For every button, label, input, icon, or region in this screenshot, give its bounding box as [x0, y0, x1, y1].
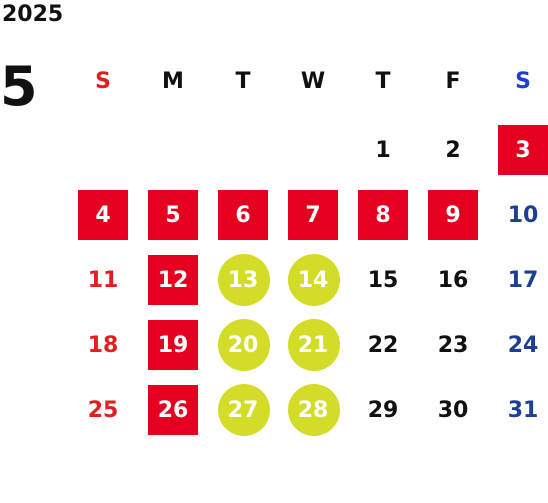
weekday-header: M	[162, 68, 184, 94]
holiday-marker	[428, 190, 478, 240]
day-cell[interactable]: 21	[281, 319, 345, 371]
holiday-marker	[218, 190, 268, 240]
holiday-marker	[148, 320, 198, 370]
day-cell[interactable]: 12	[141, 255, 205, 305]
day-cell[interactable]: 7	[281, 190, 345, 240]
day-cell[interactable]: 9	[421, 190, 485, 240]
weekday-header: S	[95, 68, 111, 94]
day-number: 4	[95, 202, 111, 228]
day-cell[interactable]: 4	[71, 190, 135, 240]
day-cell[interactable]: 15	[351, 255, 415, 305]
day-number: 24	[507, 332, 539, 358]
weekday-header: W	[300, 68, 326, 94]
year-label: 2025	[2, 2, 64, 27]
holiday-marker	[148, 385, 198, 435]
day-cell[interactable]: 13	[211, 254, 275, 306]
day-cell[interactable]: 2	[421, 125, 485, 175]
day-cell[interactable]: 23	[421, 320, 485, 370]
holiday-marker	[148, 190, 198, 240]
weekday-header: T	[235, 68, 251, 94]
day-cell[interactable]: 17	[491, 255, 548, 305]
day-cell[interactable]: 26	[141, 385, 205, 435]
holiday-marker	[78, 190, 128, 240]
day-cell[interactable]: 5	[141, 190, 205, 240]
day-cell[interactable]: 22	[351, 320, 415, 370]
holiday-marker	[288, 190, 338, 240]
day-cell[interactable]: 28	[281, 384, 345, 436]
closed-day-marker	[288, 319, 340, 371]
weekday-header: S	[515, 68, 531, 94]
weekday-header: T	[375, 68, 391, 94]
day-cell[interactable]: 20	[211, 319, 275, 371]
day-number: 22	[367, 332, 399, 358]
day-cell[interactable]: 24	[491, 320, 548, 370]
day-number: 15	[367, 267, 399, 293]
day-cell[interactable]: 31	[491, 385, 548, 435]
day-cell[interactable]: 18	[71, 320, 135, 370]
day-number: 1	[375, 137, 391, 163]
day-number: 5	[165, 202, 181, 228]
day-number: 9	[445, 202, 461, 228]
closed-day-marker	[218, 319, 270, 371]
day-cell[interactable]: 16	[421, 255, 485, 305]
holiday-marker	[498, 125, 548, 175]
day-number: 3	[515, 137, 531, 163]
day-number: 28	[297, 397, 329, 423]
month-number: 5	[0, 55, 38, 118]
day-number: 14	[297, 267, 329, 293]
day-number: 29	[367, 397, 399, 423]
day-cell[interactable]: 11	[71, 255, 135, 305]
day-cell[interactable]: 25	[71, 385, 135, 435]
day-cell[interactable]: 6	[211, 190, 275, 240]
day-number: 11	[87, 267, 119, 293]
holiday-marker	[148, 255, 198, 305]
closed-day-marker	[218, 384, 270, 436]
day-number: 12	[157, 267, 189, 293]
day-number: 21	[297, 332, 329, 358]
day-number: 26	[157, 397, 189, 423]
closed-day-marker	[288, 254, 340, 306]
day-cell[interactable]: 29	[351, 385, 415, 435]
closed-day-marker	[288, 384, 340, 436]
day-number: 31	[507, 397, 539, 423]
day-number: 30	[437, 397, 469, 423]
day-number: 13	[227, 267, 259, 293]
day-cell[interactable]: 27	[211, 384, 275, 436]
day-number: 20	[227, 332, 259, 358]
day-number: 10	[507, 202, 539, 228]
day-number: 23	[437, 332, 469, 358]
day-number: 2	[445, 137, 461, 163]
day-number: 17	[507, 267, 539, 293]
day-cell[interactable]: 19	[141, 320, 205, 370]
day-number: 18	[87, 332, 119, 358]
day-number: 19	[157, 332, 189, 358]
day-number: 27	[227, 397, 259, 423]
day-number: 25	[87, 397, 119, 423]
day-number: 8	[375, 202, 391, 228]
day-cell[interactable]: 8	[351, 190, 415, 240]
day-cell[interactable]: 10	[491, 190, 548, 240]
day-number: 16	[437, 267, 469, 293]
day-cell[interactable]: 14	[281, 254, 345, 306]
holiday-marker	[358, 190, 408, 240]
closed-day-marker	[218, 254, 270, 306]
day-number: 6	[235, 202, 251, 228]
day-number: 7	[305, 202, 321, 228]
day-cell[interactable]: 3	[491, 125, 548, 175]
day-cell[interactable]: 30	[421, 385, 485, 435]
day-cell[interactable]: 1	[351, 125, 415, 175]
weekday-header: F	[445, 68, 461, 94]
